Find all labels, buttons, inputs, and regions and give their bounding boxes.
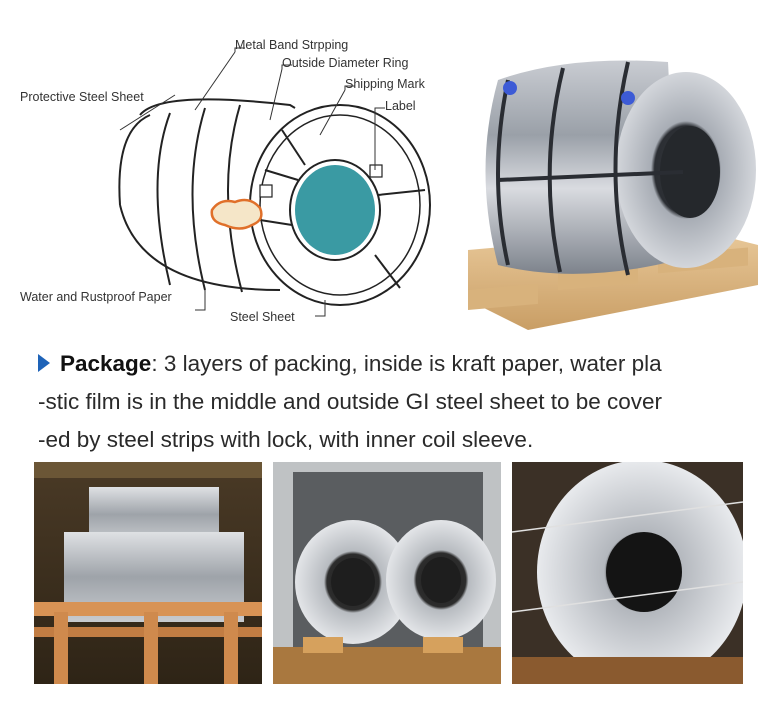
container-photo-2 [273, 462, 501, 684]
label-outside-ring: Outside Diameter Ring [282, 56, 409, 70]
coil-on-pallet-photo [468, 40, 758, 335]
label-square-right [369, 164, 383, 178]
package-text-1: : 3 layers of packing, inside is kraft p… [151, 351, 662, 376]
package-description: Package: 3 layers of packing, inside is … [38, 345, 768, 459]
coil-diagram-drawing [118, 47, 431, 317]
packing-diagram: Metal Band Strpping Outside Diameter Rin… [20, 20, 460, 340]
label-water-paper: Water and Rustproof Paper [20, 290, 172, 304]
package-line-1: Package: 3 layers of packing, inside is … [38, 345, 768, 383]
label-label: Label [385, 99, 416, 113]
package-line-3: -ed by steel strips with lock, with inne… [38, 427, 534, 452]
package-title: Package [60, 351, 152, 376]
coil-core [295, 165, 375, 255]
label-protective-sheet: Protective Steel Sheet [20, 90, 144, 104]
package-line-2: -stic film is in the middle and outside … [38, 389, 663, 414]
container-photo-1 [34, 462, 262, 684]
label-metal-band: Metal Band Strpping [235, 38, 349, 52]
label-shipping-mark: Shipping Mark [345, 77, 425, 91]
arrow-icon [38, 354, 50, 372]
label-square-left [259, 184, 273, 198]
label-steel-sheet: Steel Sheet [230, 310, 295, 324]
container-photo-3 [512, 462, 743, 684]
rustproof-paper-reveal [210, 198, 263, 230]
